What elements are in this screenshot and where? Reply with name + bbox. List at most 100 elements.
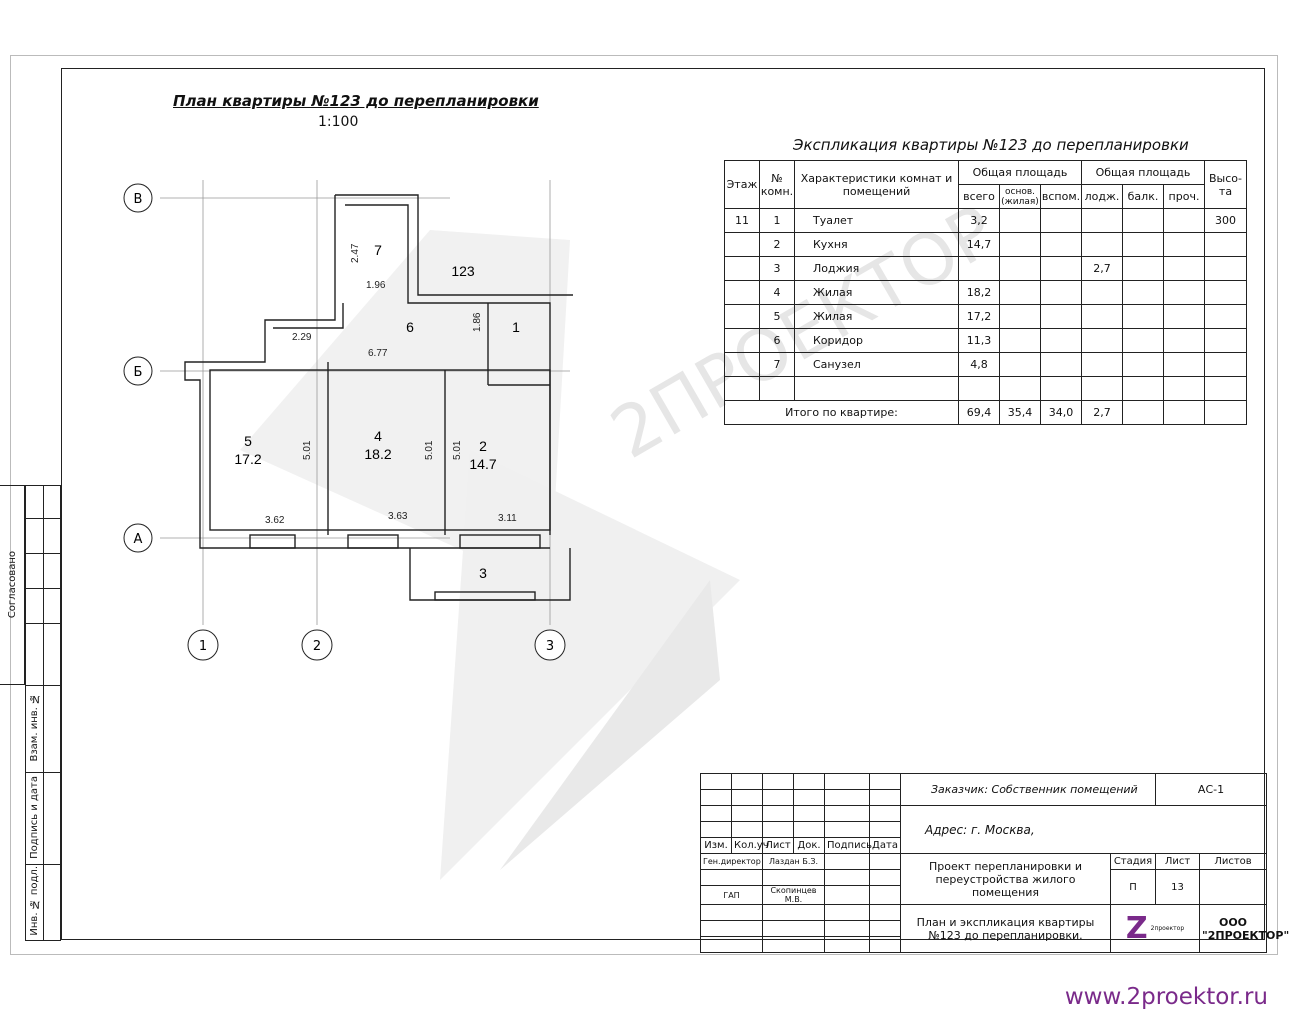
- dimension-label: 2.29: [292, 332, 312, 343]
- table-cell-all: 18,2: [958, 280, 1000, 305]
- company-logo-cell: Z 2проектор: [1109, 904, 1201, 953]
- col-header: Дата: [869, 837, 901, 854]
- table-cell-floor: [724, 280, 760, 305]
- table-cell-name: [794, 376, 959, 401]
- axis-marker-2: [301, 629, 333, 661]
- role-gen-director: Ген.директор: [700, 853, 763, 870]
- table-cell-main: [999, 256, 1041, 281]
- table-cell-num: 3: [759, 256, 795, 281]
- table-cell-floor: 11: [724, 208, 760, 233]
- plan-scale: 1:100: [318, 114, 359, 130]
- table-cell-aux: [1040, 232, 1082, 257]
- table-cell-other: [1163, 232, 1205, 257]
- side-label-replace-inv: Взам. инв. №: [28, 693, 40, 762]
- table-cell-num: 4: [759, 280, 795, 305]
- floor-plan: В Б А 1 2 3 123 1 2 14.7 3 4 18.2 5 17.2…: [123, 180, 573, 661]
- axis-marker-v: [123, 183, 153, 213]
- table-cell-loggia: [1081, 352, 1123, 377]
- address: Адрес: г. Москва,: [899, 805, 1268, 854]
- table-cell-other: [1163, 352, 1205, 377]
- table-cell-other: [1163, 376, 1205, 401]
- company-name: ООО "2ПРОЕКТОР": [1199, 904, 1289, 953]
- table-cell-floor: [724, 256, 760, 281]
- axis-label-b: Б: [134, 365, 143, 380]
- total-other: [1163, 400, 1205, 425]
- table-cell-balc: [1122, 304, 1164, 329]
- total-balcony: [1122, 400, 1164, 425]
- role-gap: ГАП: [700, 885, 763, 905]
- dimension-label: 3.63: [388, 511, 408, 522]
- table-cell-name: Лоджия: [794, 256, 959, 281]
- table-cell-aux: [1040, 328, 1082, 353]
- table-cell-balc: [1122, 280, 1164, 305]
- header-balcony: балк.: [1122, 184, 1164, 209]
- header-total-area-2: Общая площадь: [1081, 160, 1205, 185]
- table-cell-height: [1204, 328, 1247, 353]
- stage-label: Стадия: [1109, 853, 1157, 870]
- window-1: [249, 534, 296, 549]
- side-label-inv-no: Инв. № подл.: [28, 866, 40, 936]
- room-5-area: 17.2: [234, 451, 261, 467]
- table-cell-other: [1163, 208, 1205, 233]
- total-aux: 34,0: [1040, 400, 1082, 425]
- table-cell-aux: [1040, 304, 1082, 329]
- table-cell-loggia: 2,7: [1081, 256, 1123, 281]
- drawing-code: АС-1: [1155, 773, 1268, 806]
- dimension-label: 5.01: [424, 440, 435, 460]
- axis-label-1: 1: [199, 639, 207, 654]
- col-header: Лист: [762, 837, 794, 854]
- table-cell-name: Жилая: [794, 280, 959, 305]
- room-7-number: 7: [374, 242, 382, 258]
- table-cell-balc: [1122, 232, 1164, 257]
- table-cell-floor: [724, 232, 760, 257]
- dimension-label: 6.77: [368, 348, 388, 359]
- table-cell-height: 300: [1204, 208, 1247, 233]
- room-2-area: 14.7: [469, 456, 496, 472]
- table-cell-num: 1: [759, 208, 795, 233]
- project-name: Проект перепланировки и переустройства ж…: [900, 853, 1111, 905]
- table-row: [724, 376, 1247, 401]
- company-name-line2: "2ПРОЕКТОР": [1202, 928, 1289, 942]
- table-cell-floor: [724, 304, 760, 329]
- wall-outer-west: [184, 195, 550, 549]
- explication-title: Экспликация квартиры №123 до перепланиро…: [793, 136, 1189, 154]
- website-link[interactable]: www.2proektor.ru: [1064, 984, 1268, 1010]
- table-cell-num: 5: [759, 304, 795, 329]
- table-cell-name: Санузел: [794, 352, 959, 377]
- table-cell-num: 7: [759, 352, 795, 377]
- table-cell-aux: [1040, 376, 1082, 401]
- room-4-number: 4: [374, 428, 382, 444]
- dimension-label: 2.47: [350, 243, 361, 263]
- window-2: [347, 534, 399, 549]
- side-label-sign-date: Подпись и дата: [28, 775, 40, 859]
- table-cell-name: Туалет: [794, 208, 959, 233]
- table-cell-floor: [724, 328, 760, 353]
- drawing-frame: [61, 68, 1265, 940]
- header-aux: вспом.: [1040, 184, 1082, 209]
- table-cell-floor: [724, 352, 760, 377]
- total-label: Итого по квартире:: [724, 400, 959, 425]
- header-height: Высо-та: [1204, 160, 1247, 209]
- drawing-name: План и экспликация квартиры №123 до пере…: [900, 904, 1111, 953]
- table-cell-balc: [1122, 328, 1164, 353]
- dimension-label: 1.86: [472, 312, 483, 332]
- room-5-number: 5: [244, 433, 252, 449]
- wall-north: [335, 194, 573, 296]
- header-main: основ. (жилая): [999, 184, 1041, 209]
- room-3-number: 3: [479, 565, 487, 581]
- table-cell-loggia: [1081, 304, 1123, 329]
- axis-label-v: В: [134, 192, 143, 207]
- table-cell-all: [958, 376, 1000, 401]
- table-cell-loggia: [1081, 376, 1123, 401]
- axis-marker-1: [187, 629, 219, 661]
- explication-table: Этаж № комн. Характеристики комнат и пом…: [724, 160, 1247, 425]
- table-cell-main: [999, 208, 1041, 233]
- table-cell-name: Коридор: [794, 328, 959, 353]
- side-label-approved: Согласовано: [6, 551, 18, 619]
- header-total-area-1: Общая площадь: [958, 160, 1082, 185]
- table-cell-balc: [1122, 256, 1164, 281]
- sheets-label: Листов: [1199, 853, 1268, 870]
